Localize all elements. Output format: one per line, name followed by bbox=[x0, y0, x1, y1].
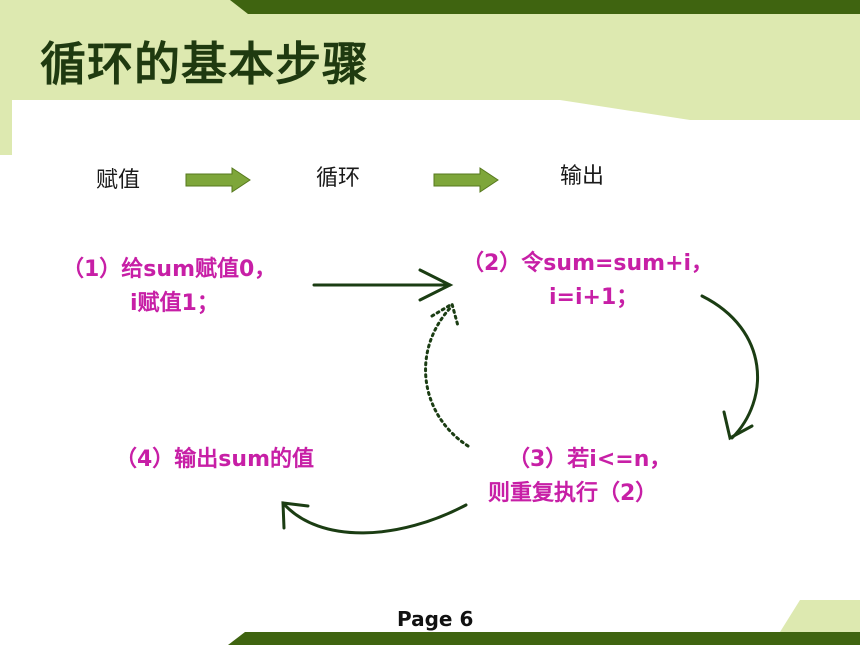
step-1-line-1: （1）给sum赋值0， bbox=[62, 257, 277, 282]
flow-arrow-1 bbox=[185, 167, 251, 193]
step-2-line-1: （2）令sum=sum+i， bbox=[462, 251, 714, 276]
arrow-step1-to-step2 bbox=[312, 268, 454, 302]
step-2-line-2: i=i+1； bbox=[549, 285, 639, 310]
bottom-dark-stripe bbox=[228, 632, 860, 645]
left-accent-strip bbox=[0, 100, 12, 155]
top-dark-stripe bbox=[230, 0, 860, 14]
step-3-line-1: （3）若i<=n， bbox=[508, 447, 672, 472]
page-number: Page 6 bbox=[397, 607, 474, 631]
step-4-line-1: （4）输出sum的值 bbox=[115, 447, 314, 472]
step-1-line-2: i赋值1； bbox=[130, 291, 219, 316]
arrow-step3-to-step4 bbox=[281, 501, 468, 535]
step-3-line-2: 则重复执行（2） bbox=[488, 481, 658, 506]
header-band bbox=[0, 0, 860, 120]
arrow-step2-to-step3 bbox=[700, 294, 759, 441]
arrow-step3-loop-back bbox=[424, 301, 470, 448]
flow-label-output: 输出 bbox=[560, 164, 605, 189]
flow-arrow-2 bbox=[433, 167, 499, 193]
flow-label-assign: 赋值 bbox=[96, 168, 141, 193]
bottom-light-shape bbox=[780, 600, 860, 632]
slide-title: 循环的基本步骤 bbox=[40, 37, 369, 91]
flow-label-loop: 循环 bbox=[316, 166, 361, 191]
